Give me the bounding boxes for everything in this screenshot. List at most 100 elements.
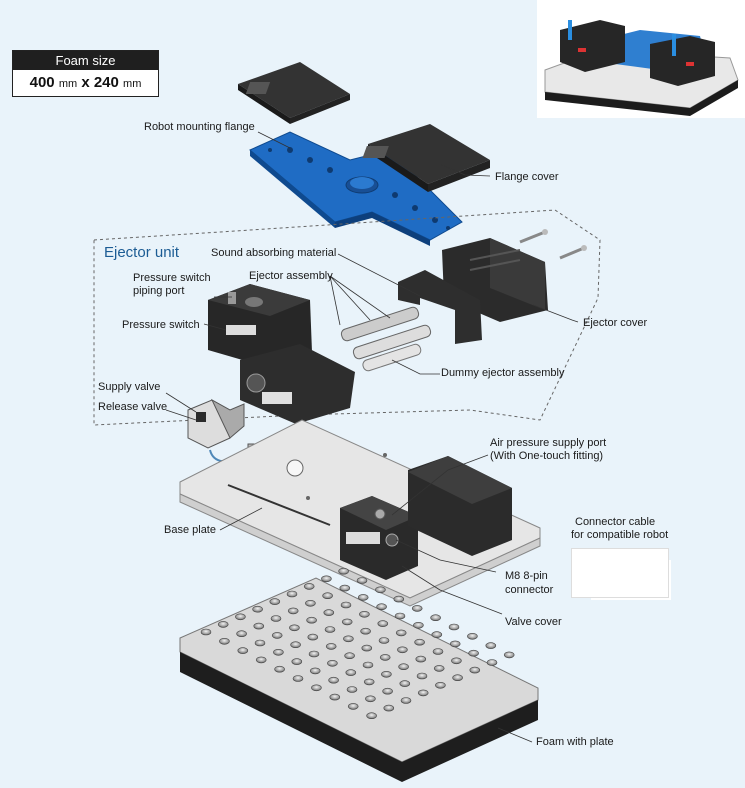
- label-robot-mounting-flange: Robot mounting flange: [144, 121, 255, 133]
- suction-cup: [290, 641, 301, 649]
- suction-cup: [379, 654, 391, 661]
- suction-cup: [411, 605, 423, 612]
- label-connector-cable-1: Connector cable: [575, 516, 656, 528]
- suction-cup: [363, 678, 375, 686]
- foam-size-header: Foam size: [13, 51, 158, 70]
- foam-size-box: Foam size 400 mm x 240 mm: [12, 50, 159, 97]
- suction-cup: [235, 613, 246, 621]
- suction-cup: [366, 712, 377, 720]
- suction-cup: [269, 598, 281, 605]
- suction-cup: [339, 584, 351, 592]
- flange-cover-right-part: [362, 124, 490, 192]
- suction-cup: [400, 697, 412, 704]
- suction-cup: [236, 630, 247, 638]
- suction-cup: [486, 659, 498, 666]
- suction-cup: [414, 638, 425, 646]
- robot-mounting-flange-part: [249, 131, 463, 246]
- label-foam-with-plate: Foam with plate: [536, 736, 614, 748]
- screws: [519, 229, 587, 260]
- suction-cup: [448, 623, 460, 631]
- label-m8-connector-2: connector: [505, 584, 554, 596]
- suction-cup: [237, 647, 249, 654]
- suction-cup: [394, 612, 406, 620]
- suction-cup: [329, 693, 341, 701]
- suction-cup: [431, 631, 443, 638]
- label-release-valve: Release valve: [98, 401, 168, 413]
- suction-cup: [307, 633, 319, 641]
- suction-cup: [306, 616, 317, 624]
- suction-cup: [365, 695, 376, 703]
- suction-cup: [252, 605, 263, 613]
- suction-cup: [362, 661, 374, 669]
- suction-cup: [485, 642, 497, 649]
- suction-cup: [338, 567, 349, 575]
- product-photo: [537, 0, 745, 118]
- suction-cup: [286, 590, 298, 598]
- ejector-assembly-parts: [340, 306, 432, 372]
- suction-cup: [327, 659, 338, 667]
- suction-cup: [345, 669, 357, 676]
- suction-cup: [452, 674, 463, 682]
- label-pressure-switch-piping-port-1: Pressure switch: [133, 272, 211, 284]
- suction-cup: [449, 640, 461, 648]
- suction-cup: [359, 610, 370, 618]
- label-dummy-ejector-assembly: Dummy ejector assembly: [441, 367, 565, 379]
- label-pressure-switch: Pressure switch: [122, 319, 200, 331]
- suction-cup: [467, 632, 478, 640]
- suction-cup: [469, 666, 481, 674]
- suction-cup: [273, 648, 284, 656]
- suction-cup: [324, 626, 336, 633]
- suction-cup: [217, 621, 229, 628]
- suction-cup: [375, 586, 386, 594]
- suction-cup: [399, 680, 411, 687]
- suction-cup: [435, 681, 446, 689]
- label-air-pressure-supply-port-2: (With One-touch fitting): [490, 450, 604, 462]
- suction-cup: [357, 594, 369, 601]
- suction-cup: [376, 603, 387, 611]
- suction-cup: [397, 646, 408, 654]
- foam-size-value: 400 mm x 240 mm: [13, 70, 158, 96]
- sound-absorbing-material-part: [398, 270, 482, 344]
- suction-cup: [253, 622, 265, 630]
- label-connector-cable-2: for compatible robot: [571, 529, 669, 541]
- suction-cup: [321, 575, 332, 583]
- suction-cup: [308, 650, 320, 658]
- suction-cup: [395, 629, 407, 637]
- suction-cup: [377, 620, 389, 627]
- suction-cup: [341, 618, 353, 626]
- suction-cup: [417, 689, 429, 697]
- suction-cup: [340, 601, 352, 609]
- suction-cup: [398, 663, 409, 671]
- suction-cup: [383, 704, 395, 712]
- suction-cup: [356, 577, 368, 584]
- suction-cup: [271, 632, 283, 639]
- suction-cup: [289, 624, 300, 632]
- suction-cup: [451, 657, 462, 665]
- suction-cup: [303, 583, 315, 590]
- suction-cup: [503, 651, 515, 659]
- label-ejector-assembly: Ejector assembly: [249, 270, 333, 282]
- foam-size-height: 240: [93, 74, 119, 91]
- suction-cup: [381, 670, 392, 678]
- suction-cup: [413, 621, 424, 629]
- ejector-block-part: [208, 284, 355, 424]
- suction-cup: [361, 644, 373, 652]
- foam-size-width-unit: mm: [58, 78, 78, 90]
- suction-cup: [393, 595, 405, 603]
- suction-cup: [432, 648, 444, 655]
- suction-cup: [430, 614, 441, 622]
- label-supply-valve: Supply valve: [98, 381, 161, 393]
- foam-size-height-unit: mm: [123, 78, 142, 90]
- suction-cup: [305, 599, 316, 607]
- suction-cup: [291, 658, 303, 665]
- foam-size-width: 400: [29, 74, 55, 91]
- leader-lines: [165, 131, 579, 743]
- suction-cup: [270, 615, 282, 622]
- suction-cup: [254, 639, 266, 647]
- label-pressure-switch-piping-port-2: piping port: [133, 285, 185, 297]
- suction-cup: [382, 687, 393, 695]
- suction-cup: [292, 675, 304, 682]
- connector-cable-box: [571, 548, 669, 598]
